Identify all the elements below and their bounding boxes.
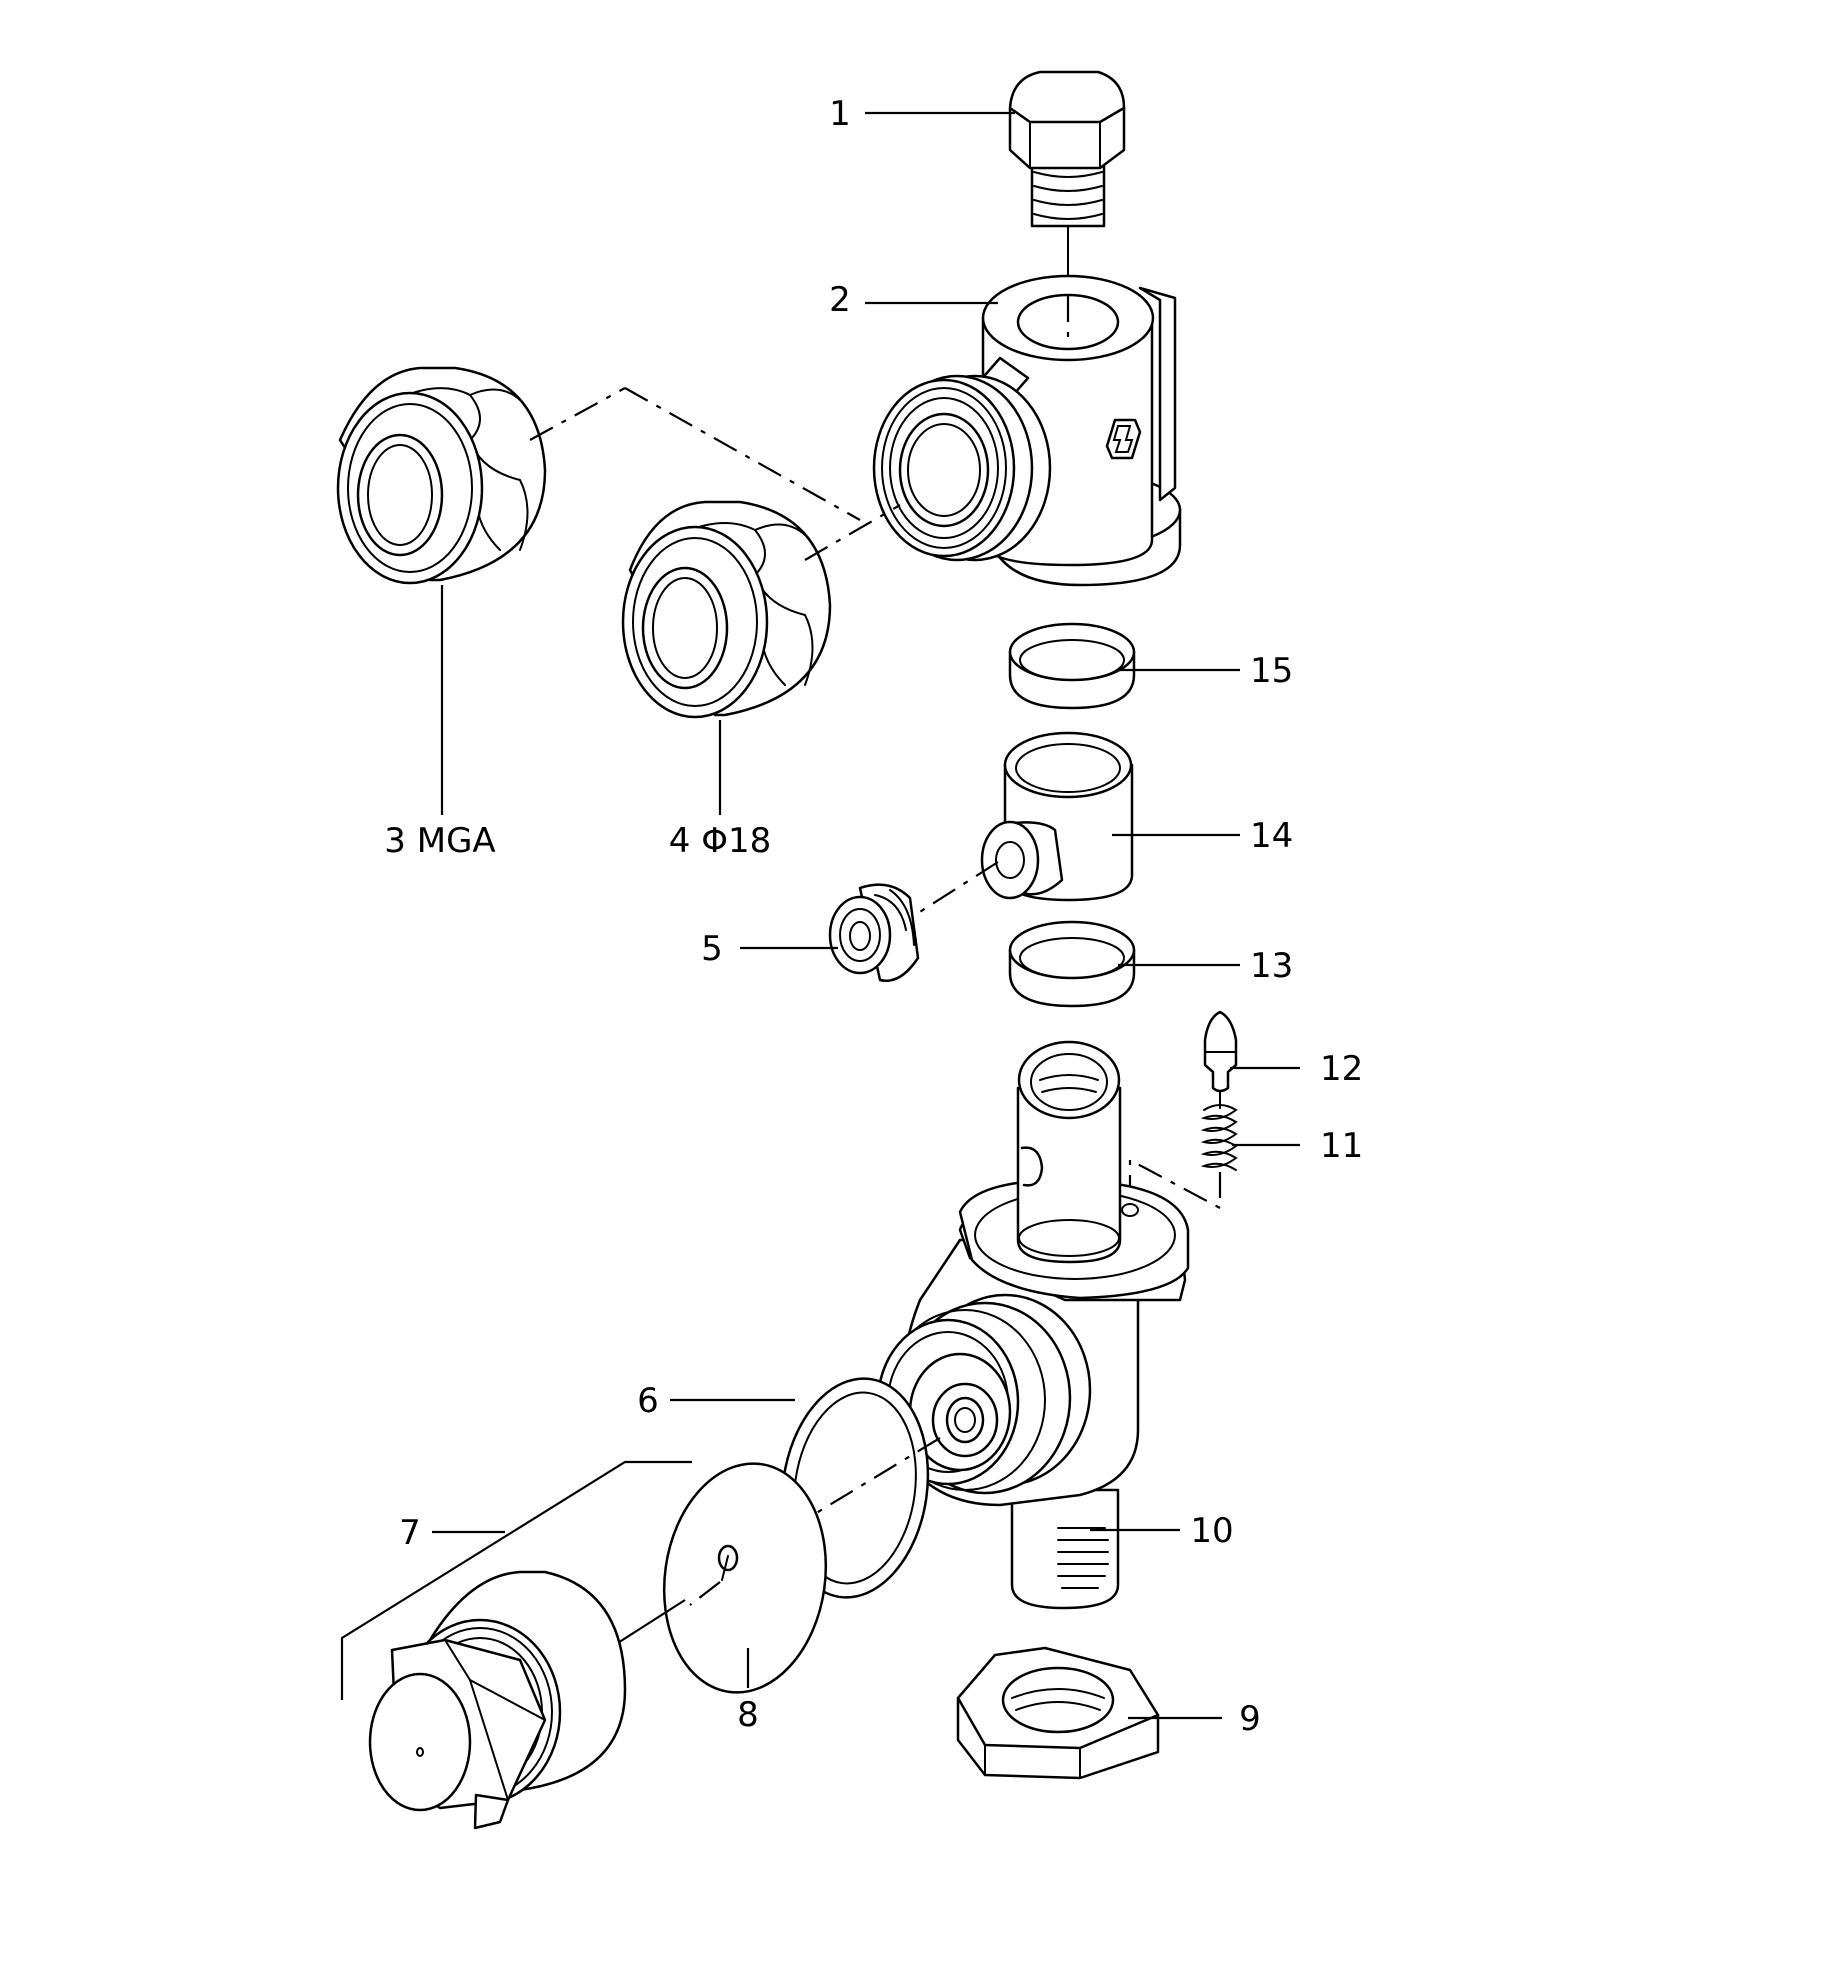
- callout-15: 15: [1250, 651, 1293, 691]
- callout-4-phi18: 4 Φ18: [669, 821, 771, 861]
- callout-10: 10: [1190, 1511, 1233, 1551]
- callout-8: 8: [737, 1695, 759, 1735]
- callout-14: 14: [1250, 816, 1293, 856]
- callout-6: 6: [637, 1381, 659, 1421]
- callout-5: 5: [701, 929, 723, 969]
- part-1-hex-bolt: [1008, 70, 1126, 301]
- part-14-sleeve: [914, 731, 1240, 916]
- part-12-pin: [1203, 1010, 1300, 1109]
- callout-3-mga: 3 MGA: [384, 821, 495, 861]
- part-2-tee-housing: [872, 274, 1182, 587]
- part-4-nut-phi18: [621, 500, 901, 815]
- part-5-threaded-plug: [740, 883, 920, 982]
- part-9-hex-nut: [956, 1646, 1222, 1780]
- main-valve-body: [876, 1040, 1190, 1610]
- callout-2: 2: [829, 280, 851, 320]
- part-3-nut-mga: [336, 366, 861, 815]
- callout-9: 9: [1239, 1699, 1261, 1739]
- part-15-ring: [1008, 622, 1240, 710]
- part-7-cap: [340, 1460, 692, 1830]
- callout-12: 12: [1320, 1049, 1363, 1089]
- part-8-diaphragm: [609, 1462, 828, 1694]
- callout-11: 11: [1320, 1126, 1363, 1166]
- callout-leaders: [865, 111, 1015, 305]
- part-13-ring: [1008, 920, 1240, 1008]
- callout-1: 1: [829, 94, 851, 134]
- part-11-spring: [1128, 1104, 1300, 1210]
- callout-13: 13: [1250, 946, 1293, 986]
- callout-7: 7: [399, 1513, 421, 1553]
